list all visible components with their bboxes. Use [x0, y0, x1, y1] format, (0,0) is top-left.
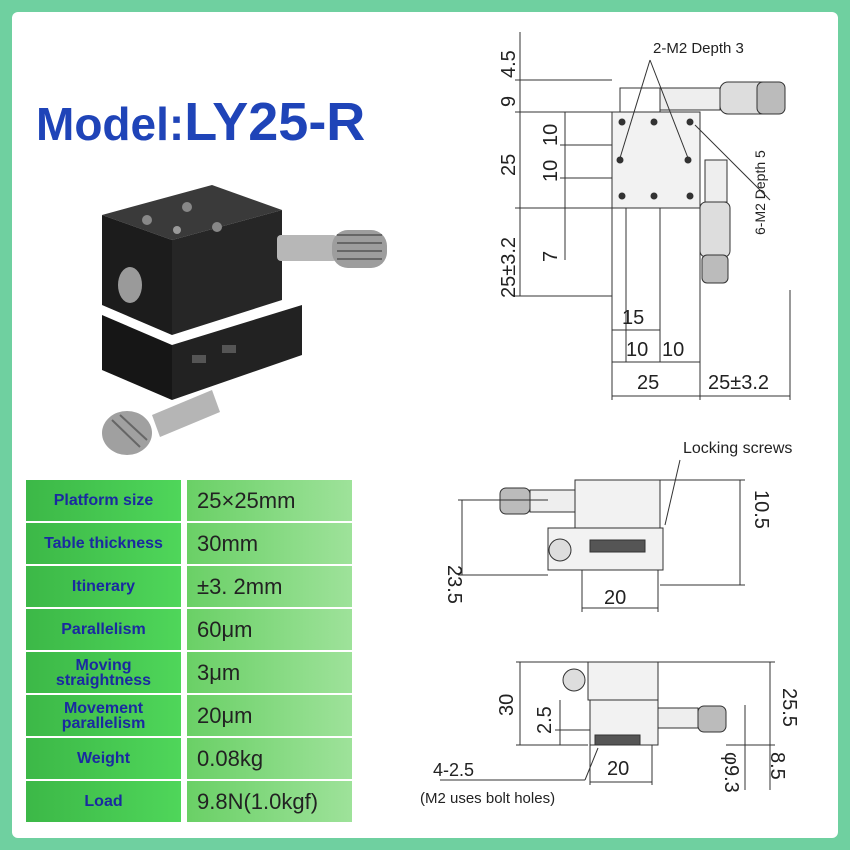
dim-label: 8.5: [766, 752, 788, 780]
dim-label: φ9.3: [720, 752, 742, 793]
model-label: Model:: [36, 98, 185, 150]
note-locking-screws: Locking screws: [683, 440, 793, 457]
spec-label: Platform size: [26, 480, 181, 521]
spec-value: 30mm: [187, 523, 352, 564]
product-photo: [102, 185, 387, 455]
dim-label: 10: [662, 339, 685, 361]
dim-label: 10: [540, 159, 562, 182]
dim-label: 25: [637, 372, 660, 394]
spec-value: 9.8N(1.0kgf): [187, 781, 352, 822]
note-2-m2: 2-M2 Depth 3: [653, 40, 744, 57]
spec-label: Itinerary: [26, 566, 181, 607]
spec-value: 0.08kg: [187, 738, 352, 779]
model-value: LY25-R: [184, 92, 366, 152]
spec-value: 60μm: [187, 609, 352, 650]
spec-value: 25×25mm: [187, 480, 352, 521]
dim-label: 20: [604, 587, 627, 609]
note-bolt-holes: (M2 uses bolt holes): [420, 790, 556, 807]
note-holes: 4-2.5: [433, 760, 475, 780]
dim-label: 23.5: [443, 565, 465, 604]
model-title: Model:LY25-R: [36, 92, 365, 154]
dim-label: 15: [622, 307, 645, 329]
dim-label: 30: [496, 693, 518, 716]
spec-row: Itinerary±3. 2mm: [26, 566, 352, 607]
dim-label: 25±3.2: [708, 372, 770, 394]
dim-label: 10.5: [750, 490, 772, 529]
dim-label: 10: [626, 339, 649, 361]
dim-label: 25: [498, 153, 520, 176]
dim-label: 9: [498, 95, 520, 107]
spec-label: Weight: [26, 738, 181, 779]
dim-label: 10: [540, 123, 562, 146]
spec-value: 3μm: [187, 652, 352, 693]
dim-label: 7: [540, 250, 562, 262]
note-6-m2: 6-M2 Depth 5: [752, 150, 768, 235]
spec-label: Load: [26, 781, 181, 822]
spec-value: ±3. 2mm: [187, 566, 352, 607]
dim-label: 2.5: [534, 706, 556, 734]
spec-label: Moving straightness: [26, 652, 181, 693]
spec-value: 20μm: [187, 695, 352, 736]
dim-label: 4.5: [498, 50, 520, 78]
spec-label: Movement parallelism: [26, 695, 181, 736]
dim-label: 25±3.2: [498, 236, 520, 298]
dim-label: 25.5: [778, 688, 800, 727]
dim-label: 20: [607, 758, 630, 780]
spec-label: Table thickness: [26, 523, 181, 564]
spec-label: Parallelism: [26, 609, 181, 650]
